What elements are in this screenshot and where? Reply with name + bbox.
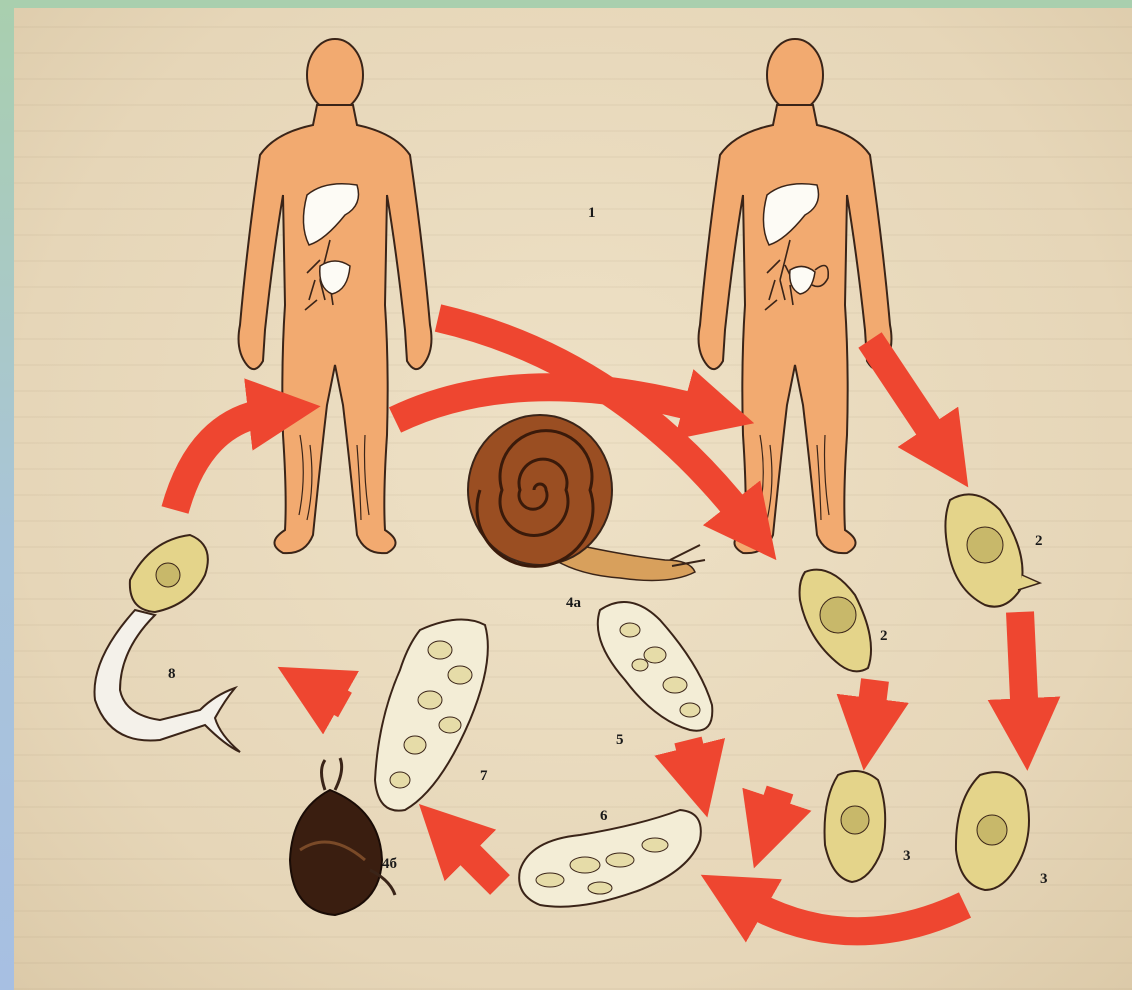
label-1: 1: [588, 205, 596, 221]
label-3-center: 3: [903, 848, 911, 864]
label-6: 6: [600, 808, 608, 824]
arrow-egg-to-miracidium-right: [1020, 612, 1025, 720]
arrow-egg-to-miracidium-center: [870, 680, 875, 720]
label-4a: 4а: [566, 595, 582, 611]
label-7: 7: [480, 768, 488, 784]
label-2-center: 2: [880, 628, 888, 644]
human-host-right: [699, 39, 892, 553]
arrow-right-human-to-egg: [870, 340, 940, 445]
arrow-sporocyst-to-daughter: [688, 740, 695, 768]
label-2-right: 2: [1035, 533, 1043, 549]
cercaria-8: [95, 535, 241, 752]
miracidium-3-right: [956, 772, 1029, 890]
label-4b: 4б: [382, 856, 397, 872]
label-5: 5: [616, 732, 624, 748]
human-host-left: [239, 39, 432, 553]
arrow-daughter-to-snail: [455, 840, 500, 885]
label-8: 8: [168, 666, 176, 682]
redia-7: [375, 620, 488, 811]
egg-2-center: [800, 570, 871, 672]
egg-2-right: [945, 494, 1040, 606]
arrow-cercaria-to-left-human: [175, 412, 270, 510]
miracidium-3-center: [825, 771, 886, 882]
arrow-miracidium-small: [770, 790, 780, 820]
arrow-redia-to-cercaria: [322, 692, 345, 705]
daughter-sporocyst-6: [519, 810, 701, 907]
sporocyst-5: [598, 602, 713, 731]
arrow-miracidium-to-sporocyst: [745, 900, 965, 931]
label-3-right: 3: [1040, 871, 1048, 887]
